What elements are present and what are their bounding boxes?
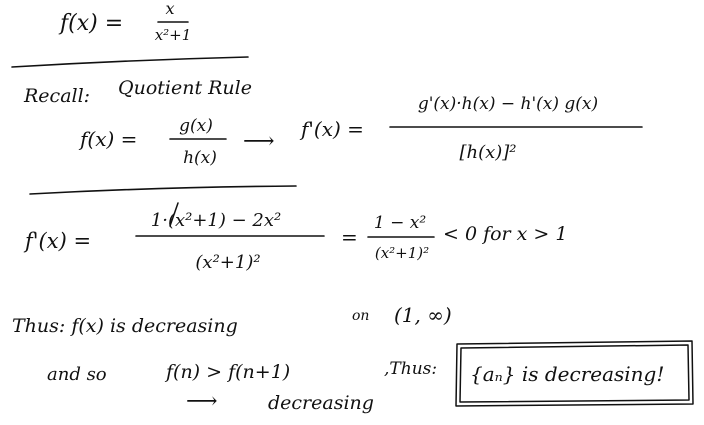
answer-box [455,340,694,407]
recall-fprime-numerator: g'(x)·h(x) − h'(x) g(x) [418,94,598,114]
recall-label: Recall: [23,85,90,107]
definition-lhs: f(x) = [58,11,123,36]
conclusion: Thus: f(x) is decreasing on (1, ∞) and s… [12,303,694,414]
boxed-conclusion: {aₙ} is decreasing! [470,362,664,386]
sequence-inequality: f(n) > f(n+1) [164,361,290,383]
section-divider-1 [11,56,249,68]
derivative-equals: = [341,225,358,249]
conclusion-arrow: ⟶ [186,389,218,414]
derivative-denominator: (x²+1)² [195,252,260,273]
interval: (1, ∞) [394,303,452,327]
interval-on-label: on [352,308,369,324]
decreasing-label: decreasing [268,392,374,414]
function-definition: f(x) = x x²+1 [58,0,191,44]
and-so-label: and so [47,364,107,385]
recall-implies-arrow: ⟶ [243,129,275,154]
recall-fprime-denominator: [h(x)]² [459,142,516,163]
recall-f-denominator: h(x) [183,148,217,168]
section-divider-2 [29,185,297,195]
recall-f-lhs: f(x) = [78,127,137,151]
recall-f-numerator: g(x) [179,116,213,136]
simplified-numerator: 1 − x² [374,213,426,233]
definition-numerator: x [165,0,174,18]
derivative-numerator: 1·(x²+1) − 2x² [151,210,281,231]
definition-denominator: x²+1 [155,26,192,44]
recall-title: Quotient Rule [118,77,252,99]
quotient-rule-recall: Recall: Quotient Rule f(x) = g(x) h(x) ⟶… [23,77,643,168]
derivative-lhs: f'(x) = [23,229,91,253]
recall-fprime-lhs: f'(x) = [299,117,364,141]
simplified-denominator: (x²+1)² [375,244,429,262]
thus-label-2: ,Thus: [384,359,437,379]
derivative-computation: f'(x) = 1·(x²+1) − 2x² (x²+1)² = 1 − x² … [23,202,567,273]
thus-statement: Thus: f(x) is decreasing [12,315,238,337]
sign-conclusion: < 0 for x > 1 [443,223,567,245]
cancel-slash-mark [169,202,179,227]
